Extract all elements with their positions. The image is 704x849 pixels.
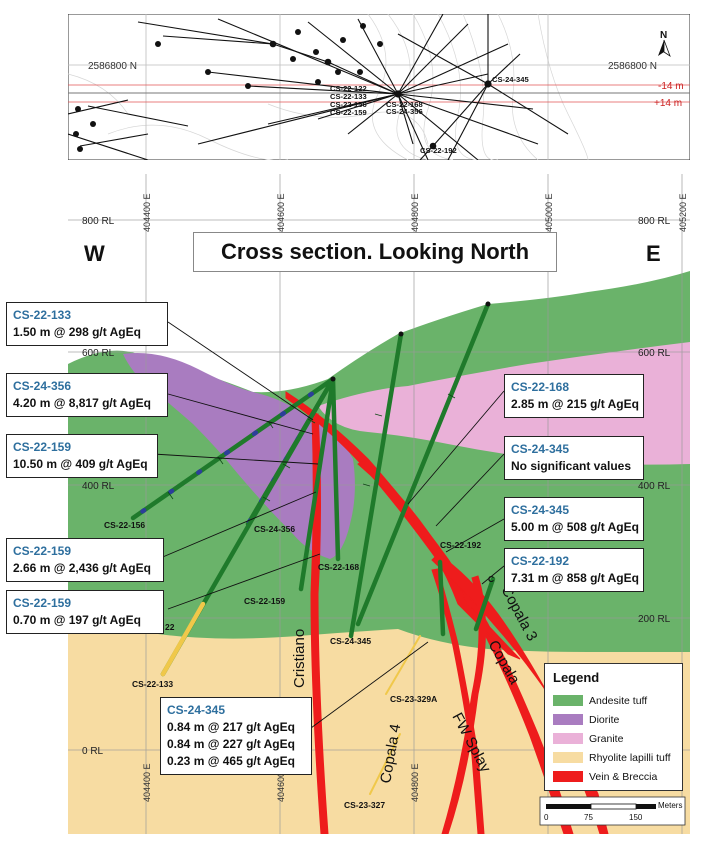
rl-label: 0 RL (82, 746, 104, 757)
legend-title: Legend (553, 670, 600, 685)
easting-label-bottom: 404400 E (142, 763, 152, 802)
hole-label-168: CS-22-168 (318, 562, 359, 572)
plan-hole-label: CS-24-345 (492, 75, 529, 84)
plan-hole-label: CS-24-356 (386, 107, 423, 116)
vein-label-cristiano: Cristiano (291, 629, 308, 688)
easting-label: 404600 E (276, 193, 286, 232)
svg-text:N: N (660, 30, 667, 41)
rl-label-right: 600 RL (638, 348, 671, 359)
plan-hole-label: CS-22-156 (330, 100, 367, 109)
rl-label: 400 RL (82, 481, 115, 492)
hole-label-329a: CS-23-329A (390, 694, 437, 704)
callout-cs-22-159-c: CS-22-159 0.70 m @ 197 g/t AgEq (6, 590, 164, 634)
plan-hole-label: CS-22-192 (420, 146, 457, 155)
callout-cs-24-345-c: CS-24-345 5.00 m @ 508 g/t AgEq (504, 497, 644, 541)
rl-label-right: 200 RL (638, 614, 671, 625)
easting-label: 404400 E (142, 193, 152, 232)
plan-hole-label: CS-22-168 (386, 100, 423, 109)
callout-cs-22-159-a: CS-22-159 10.50 m @ 409 g/t AgEq (6, 434, 158, 478)
legend-swatch (553, 733, 583, 744)
legend-item: Rhyolite lapilli tuff (553, 748, 674, 767)
easting-label: 405000 E (544, 193, 554, 232)
easting-label-bottom: 404800 E (410, 763, 420, 802)
legend-item: Vein & Breccia (553, 767, 674, 786)
section-title: Cross section. Looking North (193, 232, 557, 272)
svg-text:0: 0 (544, 813, 549, 822)
legend-item: Granite (553, 729, 674, 748)
legend: Legend Andesite tuff Diorite Granite Rhy… (544, 663, 683, 791)
callout-cs-22-159-b: CS-22-159 2.66 m @ 2,436 g/t AgEq (6, 538, 164, 582)
legend-swatch (553, 771, 583, 782)
callout-cs-24-345-a: CS-24-345 0.84 m @ 217 g/t AgEq 0.84 m @… (160, 697, 312, 775)
easting-label-bottom: 404600 E (276, 763, 286, 802)
callout-cs-22-168: CS-22-168 2.85 m @ 215 g/t AgEq (504, 374, 644, 418)
easting-label: 405200 E (678, 193, 688, 232)
legend-swatch (553, 714, 583, 725)
hole-label-159: CS-22-159 (244, 596, 285, 606)
svg-text:150: 150 (629, 813, 643, 822)
plan-hole-label: CS-22-133 (330, 92, 367, 101)
offset-label-pos: +14 m (654, 98, 682, 109)
plan-view: CS-22-122 CS-22-133 CS-22-156 CS-22-159 … (68, 14, 690, 160)
scale-bar: Meters 0 75 150 (539, 796, 686, 826)
plan-hole-label: CS-22-159 (330, 108, 367, 117)
callout-cs-24-345-b: CS-24-345 No significant values (504, 436, 644, 480)
east-label: E (646, 241, 661, 266)
rl-label: 800 RL (82, 216, 115, 227)
hole-label-327: CS-23-327 (344, 800, 385, 810)
northing-label-right: 2586800 N (608, 61, 657, 72)
easting-label: 404800 E (410, 193, 420, 232)
offset-label-neg: -14 m (658, 81, 684, 92)
northing-label-left: 2586800 N (88, 61, 137, 72)
callout-cs-24-356: CS-24-356 4.20 m @ 8,817 g/t AgEq (6, 373, 168, 417)
north-arrow-icon: N (658, 30, 671, 58)
rl-label-right: 400 RL (638, 481, 671, 492)
rl-label-right: 800 RL (638, 216, 671, 227)
callout-cs-22-192: CS-22-192 7.31 m @ 858 g/t AgEq (504, 548, 644, 592)
hole-label-156: CS-22-156 (104, 520, 145, 530)
legend-item: Andesite tuff (553, 691, 674, 710)
legend-swatch (553, 752, 583, 763)
legend-swatch (553, 695, 583, 706)
legend-item: Diorite (553, 710, 674, 729)
hole-label-192: CS-22-192 (440, 540, 481, 550)
svg-text:75: 75 (584, 813, 593, 822)
hole-label-22: 22 (165, 622, 175, 632)
hole-label-133: CS-22-133 (132, 679, 173, 689)
hole-label-345: CS-24-345 (330, 636, 371, 646)
hole-label-356: CS-24-356 (254, 524, 295, 534)
west-label: W (84, 241, 105, 266)
callout-cs-22-133: CS-22-133 1.50 m @ 298 g/t AgEq (6, 302, 168, 346)
svg-text:Meters: Meters (658, 801, 682, 810)
rl-label: 600 RL (82, 348, 115, 359)
hole-label-c: C (488, 574, 494, 584)
plan-hole-label: CS-22-122 (330, 84, 367, 93)
